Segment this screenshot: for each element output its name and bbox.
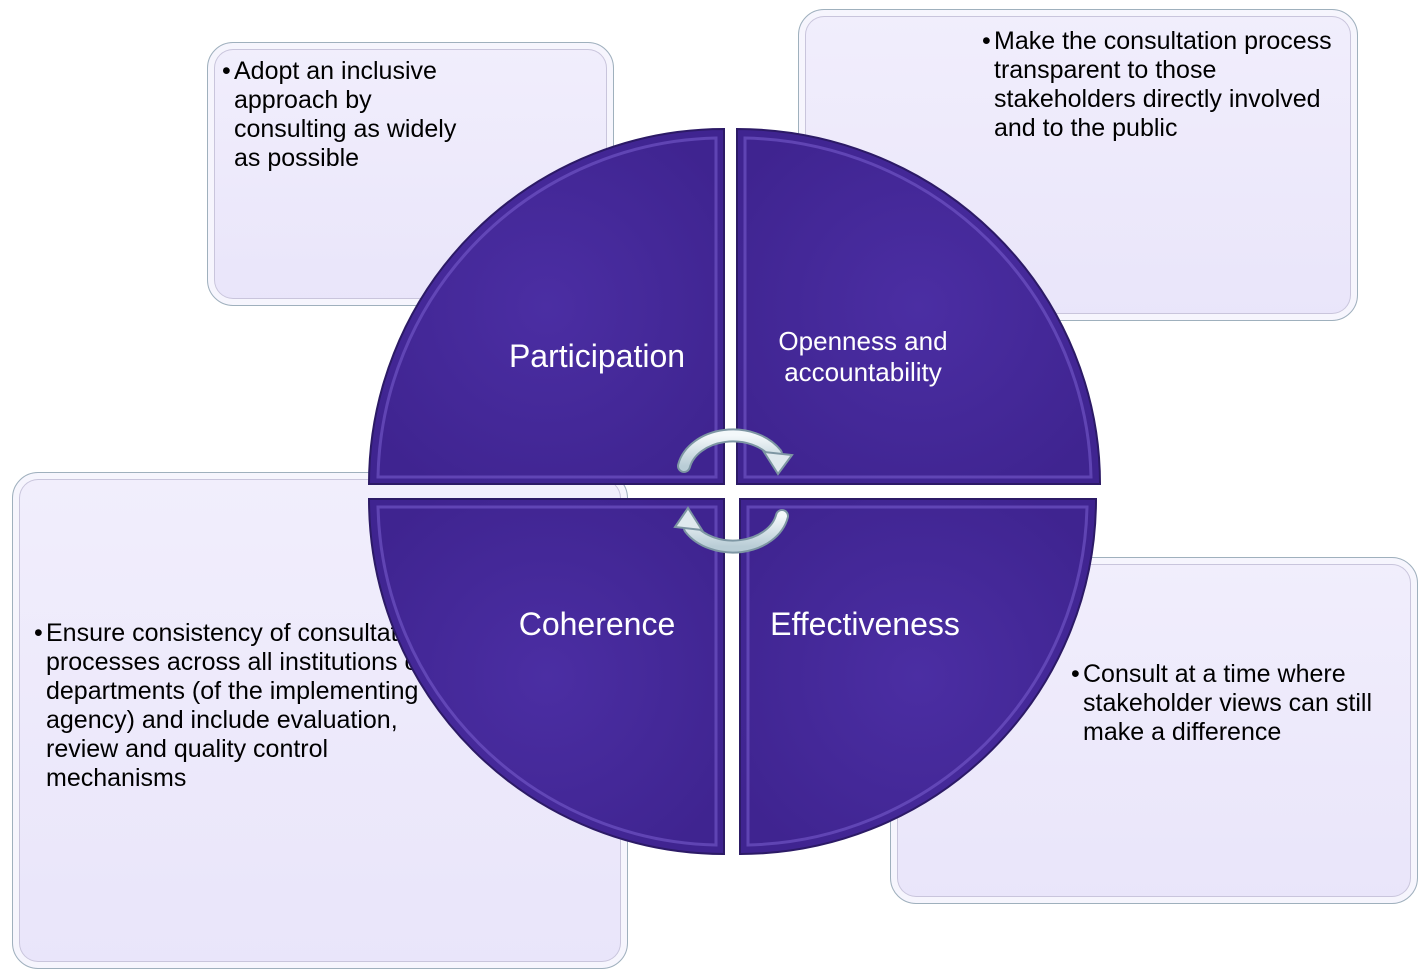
quadrant-bottom-left bbox=[367, 498, 725, 856]
box-bottom-right-text: Consult at a time where stakeholder view… bbox=[1083, 660, 1373, 746]
bullet-marker: • bbox=[222, 57, 231, 85]
quadrant-bottom-right bbox=[739, 498, 1098, 856]
circular-arrows-icon bbox=[673, 428, 794, 554]
quadrant-top-right-label-line1: Openness and bbox=[778, 326, 947, 356]
quadrant-top-right-bevel bbox=[743, 136, 1093, 479]
quadrant-bottom-right-label: Effectiveness bbox=[770, 606, 960, 642]
quadrant-top-left bbox=[367, 127, 725, 485]
quadrant-top-right bbox=[736, 127, 1102, 485]
quadrant-top-right-label-line2: accountability bbox=[784, 357, 942, 387]
quadrant-top-left-bevel bbox=[376, 136, 718, 479]
bullet-marker: • bbox=[1071, 660, 1080, 688]
box-top-left-text: Adopt an inclusive approach by consultin… bbox=[234, 57, 457, 172]
box-top-left: • Adopt an inclusive approach by consult… bbox=[207, 42, 614, 306]
bullet-marker: • bbox=[34, 619, 43, 647]
quadrant-bottom-right-bevel bbox=[746, 505, 1089, 847]
quadrant-bottom-left-label: Coherence bbox=[519, 606, 676, 642]
quadrant-top-left-label: Participation bbox=[509, 338, 685, 374]
bullet-marker: • bbox=[982, 27, 991, 55]
box-top-right-text: Make the consultation process transparen… bbox=[994, 27, 1332, 142]
quadrant-bottom-left-bevel bbox=[376, 505, 718, 847]
box-bottom-left-text: Ensure consistency of consultation proce… bbox=[46, 619, 431, 792]
